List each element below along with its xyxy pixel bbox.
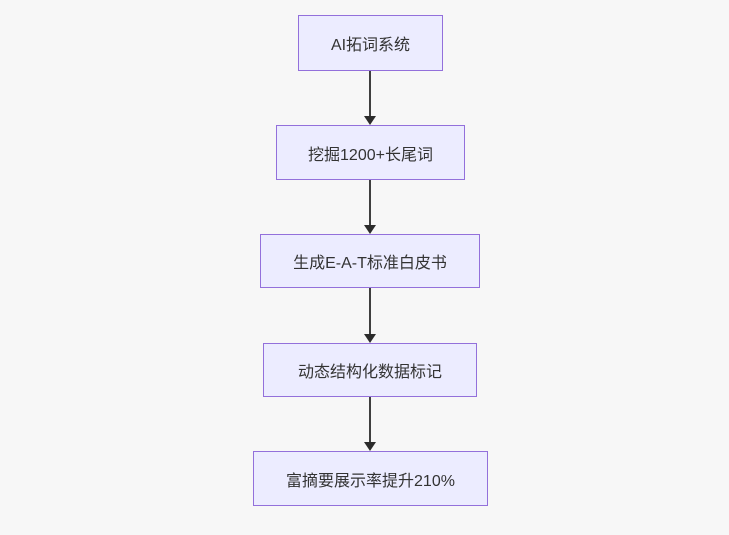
- flow-edge-a-b: [364, 71, 376, 125]
- flow-edge-b-c: [364, 180, 376, 234]
- arrow-head-icon: [364, 116, 376, 125]
- arrow-line: [369, 180, 371, 225]
- flow-node-structured-data-markup: 动态结构化数据标记: [263, 343, 477, 397]
- flow-node-label: 生成E-A-T标准白皮书: [293, 255, 447, 272]
- flow-node-eat-whitepaper: 生成E-A-T标准白皮书: [260, 234, 480, 288]
- flow-node-label: 动态结构化数据标记: [297, 364, 442, 381]
- arrow-line: [369, 288, 371, 334]
- arrow-head-icon: [364, 442, 376, 451]
- flow-node-rich-snippet-result: 富摘要展示率提升210%: [253, 451, 488, 506]
- arrow-line: [369, 71, 371, 116]
- arrow-head-icon: [364, 225, 376, 234]
- flow-node-label: 挖掘1200+长尾词: [308, 146, 433, 164]
- flow-node-ai-keyword-system: AI拓词系统: [298, 15, 443, 71]
- arrow-head-icon: [364, 334, 376, 343]
- flow-edge-d-e: [364, 397, 376, 451]
- flow-node-label: 富摘要展示率提升210%: [286, 472, 455, 490]
- arrow-line: [369, 397, 371, 442]
- flow-edge-c-d: [364, 288, 376, 343]
- flow-node-label: AI拓词系统: [330, 37, 411, 54]
- flow-node-longtail-mining: 挖掘1200+长尾词: [276, 125, 465, 180]
